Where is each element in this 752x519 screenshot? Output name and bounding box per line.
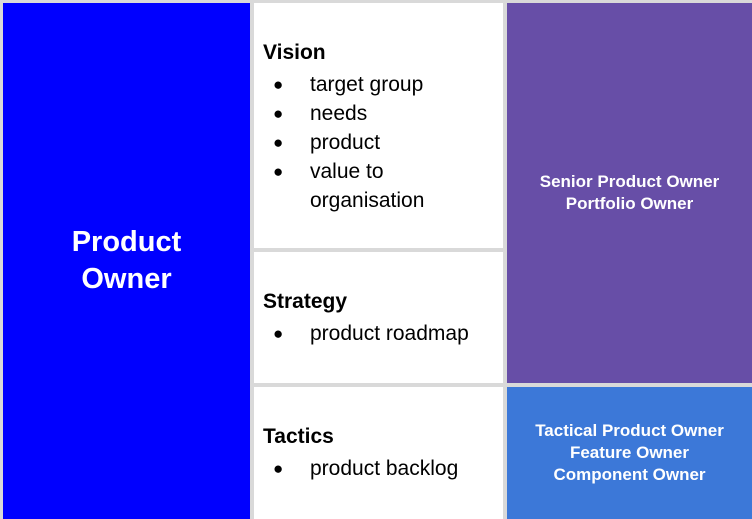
tactical-roles-list: Tactical Product Owner Feature Owner Com… xyxy=(535,420,724,486)
bullet-icon: ● xyxy=(273,104,284,123)
tactics-list: ●product backlog xyxy=(263,454,503,483)
list-item: ●target group xyxy=(263,70,503,99)
bullet-icon: ● xyxy=(273,459,284,478)
role-label-feature-owner: Feature Owner xyxy=(569,443,690,462)
tactics-heading: Tactics xyxy=(263,425,334,448)
senior-roles-list: Senior Product Owner Portfolio Owner xyxy=(540,171,719,215)
strategy-list: ●product roadmap xyxy=(263,319,503,348)
bullet-icon: ● xyxy=(273,162,284,181)
list-item: ●value to organisation xyxy=(263,157,503,215)
vision-heading: Vision xyxy=(263,41,326,64)
list-item: ●product backlog xyxy=(263,454,503,483)
vision-cell: Vision ●target group ●needs ●product ●va… xyxy=(254,3,503,248)
strategy-cell: Strategy ●product roadmap xyxy=(254,252,503,383)
product-owner-title: Product Owner xyxy=(72,224,182,298)
product-owner-cell: Product Owner xyxy=(3,3,250,519)
senior-roles-cell: Senior Product Owner Portfolio Owner xyxy=(507,3,752,383)
list-item: ●product xyxy=(263,128,503,157)
role-label-component-owner: Component Owner xyxy=(553,465,706,484)
product-owner-title-line1: Product xyxy=(71,226,182,258)
list-item: ●needs xyxy=(263,99,503,128)
list-item: ●product roadmap xyxy=(263,319,503,348)
vision-list: ●target group ●needs ●product ●value to … xyxy=(263,70,503,215)
bullet-icon: ● xyxy=(273,75,284,94)
bullet-icon: ● xyxy=(273,324,284,343)
strategy-heading: Strategy xyxy=(263,290,348,313)
role-label-senior-product-owner: Senior Product Owner xyxy=(539,172,720,191)
role-label-tactical-product-owner: Tactical Product Owner xyxy=(535,421,724,440)
tactical-roles-cell: Tactical Product Owner Feature Owner Com… xyxy=(507,387,752,519)
product-owner-title-line2: Owner xyxy=(81,263,172,295)
tactics-cell: Tactics ●product backlog xyxy=(254,387,503,519)
bullet-icon: ● xyxy=(273,133,284,152)
role-label-portfolio-owner: Portfolio Owner xyxy=(565,194,694,213)
